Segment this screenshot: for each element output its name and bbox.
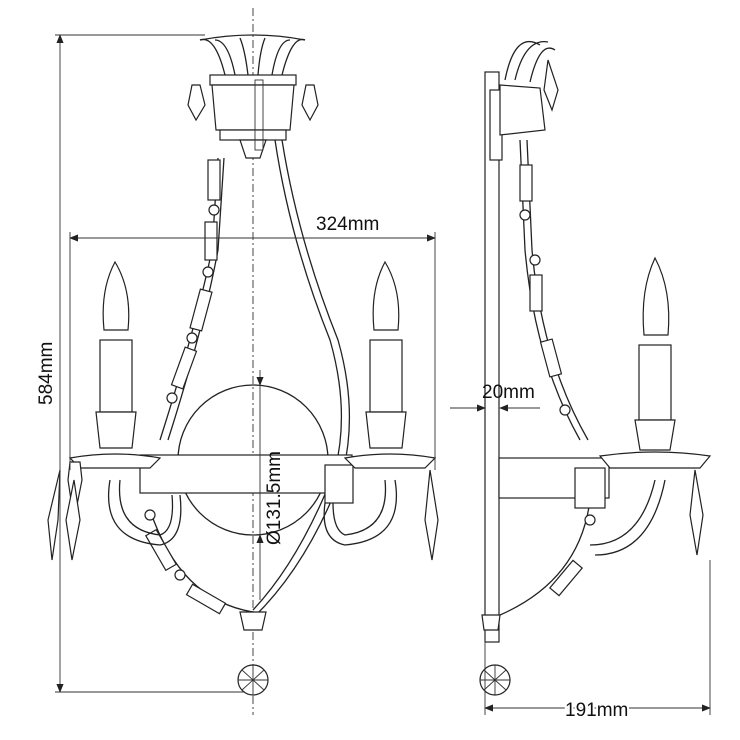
front-view: 324mm 584mm Ø131.5mm xyxy=(36,8,439,715)
left-arm xyxy=(108,479,182,546)
side-arm xyxy=(589,479,666,556)
backplate-diameter-label: Ø131.5mm xyxy=(264,451,285,545)
crown xyxy=(187,34,319,159)
dimension-width: 324mm xyxy=(69,214,436,470)
side-view: 20mm 191mm xyxy=(450,40,712,723)
side-backplate xyxy=(484,71,500,643)
bead-chains xyxy=(144,139,351,619)
depth-label: 20mm xyxy=(482,382,535,403)
left-candle xyxy=(47,260,162,561)
arm-bar xyxy=(139,454,353,494)
dimension-backplate-diameter: Ø131.5mm xyxy=(256,370,285,600)
right-candle xyxy=(343,260,439,561)
dimension-height: 584mm xyxy=(36,34,245,693)
width-label: 324mm xyxy=(316,214,379,235)
height-label: 584mm xyxy=(36,342,57,405)
dimension-projection: 191mm xyxy=(484,560,711,723)
projection-label: 191mm xyxy=(565,700,628,721)
right-arm xyxy=(323,479,397,546)
dimension-depth: 20mm xyxy=(450,382,540,412)
side-candle xyxy=(598,256,712,556)
